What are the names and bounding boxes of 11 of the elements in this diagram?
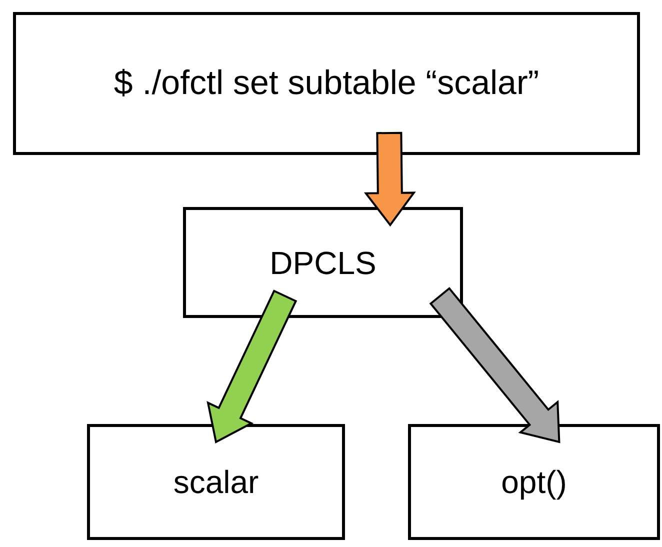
- block-arrow: [364, 132, 416, 227]
- box-label: DPCLS: [270, 244, 376, 282]
- block-arrow: [429, 287, 560, 444]
- process-box: [408, 424, 660, 540]
- box-label: scalar: [173, 463, 259, 502]
- block-arrow: [206, 290, 298, 444]
- process-box: [13, 12, 640, 155]
- box-label: $ ./ofctl set subtable “scalar”: [114, 63, 540, 104]
- box-label: opt(): [501, 463, 567, 502]
- process-box: [183, 207, 463, 318]
- process-box: [87, 424, 345, 540]
